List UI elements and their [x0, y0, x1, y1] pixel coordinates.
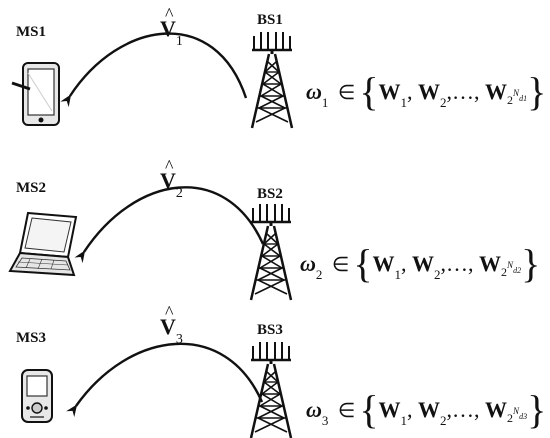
ms-label-1: MS1 [16, 24, 46, 40]
w-index: 2 [434, 267, 441, 283]
tower-icon-1 [250, 30, 294, 130]
omega-index: 2 [315, 267, 323, 283]
v-symbol: V [160, 168, 176, 193]
codebook-formula-2: ω2 ∈{W1, W2,…, W2Nd2} [300, 240, 540, 287]
w-index: 1 [400, 95, 408, 111]
omega-symbol: ω [306, 79, 322, 104]
tablet-icon [11, 62, 60, 126]
right-brace: } [527, 387, 547, 432]
pda-icon [21, 369, 53, 423]
element-of-symbol: ∈ [331, 254, 350, 276]
comma: , [446, 397, 453, 422]
v-index: 1 [175, 34, 183, 50]
w-symbol: W [418, 79, 441, 104]
w-last-base: 2 [501, 265, 508, 279]
w-symbol: W [479, 251, 502, 276]
codebook-formula-3: ω3 ∈{W1, W2,…, W2Nd3} [306, 386, 546, 433]
exp-sub: d1 [519, 93, 528, 103]
ms-label-3: MS3 [16, 330, 46, 346]
w-last-exponent: Nd1 [513, 88, 527, 103]
bs-label-1: BS1 [257, 12, 283, 28]
w-last-exponent: Nd2 [507, 260, 521, 275]
row-1 [11, 30, 294, 130]
left-brace: { [353, 241, 373, 286]
omega-index: 1 [321, 95, 329, 111]
w-symbol: W [485, 397, 508, 422]
right-brace: } [521, 241, 541, 286]
w-symbol: W [412, 251, 435, 276]
exp-n: N [507, 260, 514, 270]
exp-sub: d3 [519, 411, 528, 421]
omega-index: 3 [321, 413, 329, 429]
row-2 [8, 186, 293, 302]
w-symbol: W [418, 397, 441, 422]
ellipsis: … [446, 251, 469, 276]
w-index: 2 [440, 95, 447, 111]
w-symbol: W [378, 79, 401, 104]
comma: , [407, 79, 413, 104]
element-of-symbol: ∈ [337, 400, 356, 422]
v-index: 2 [175, 186, 183, 202]
right-brace: } [527, 69, 547, 114]
comma: , [468, 251, 474, 276]
row-3 [21, 340, 293, 438]
downlink-arrow-1 [60, 32, 248, 108]
comma: , [440, 251, 447, 276]
w-index: 2 [440, 413, 447, 429]
downlink-arrow-3 [66, 342, 264, 418]
v-index: 3 [175, 332, 183, 348]
hat-accent: ^ [165, 4, 174, 24]
comma: , [401, 251, 407, 276]
w-symbol: W [372, 251, 395, 276]
ellipsis: … [452, 79, 475, 104]
w-index: 1 [400, 413, 408, 429]
downlink-arrow-2 [74, 186, 265, 264]
omega-symbol: ω [306, 397, 322, 422]
exp-n: N [513, 406, 520, 416]
w-last-exponent: Nd3 [513, 406, 527, 421]
w-index: 1 [394, 267, 402, 283]
laptop-icon [8, 211, 78, 277]
w-symbol: W [485, 79, 508, 104]
exp-sub: d2 [513, 265, 522, 275]
comma: , [474, 79, 480, 104]
exp-n: N [513, 88, 520, 98]
w-symbol: W [378, 397, 401, 422]
tower-icon-2 [249, 202, 293, 302]
comma: , [446, 79, 453, 104]
channel-feedback-label-2: ^V2 [160, 156, 183, 202]
comma: , [474, 397, 480, 422]
v-symbol: V [160, 16, 176, 41]
w-last-base: 2 [507, 93, 514, 107]
comma: , [407, 397, 413, 422]
channel-feedback-label-3: ^V3 [160, 302, 183, 348]
ms-label-2: MS2 [16, 180, 46, 196]
left-brace: { [359, 69, 379, 114]
bs-label-3: BS3 [257, 322, 283, 338]
channel-feedback-label-1: ^V1 [160, 4, 183, 50]
v-symbol: V [160, 314, 176, 339]
hat-accent: ^ [165, 156, 174, 176]
hat-accent: ^ [165, 302, 174, 322]
w-last-base: 2 [507, 411, 514, 425]
omega-symbol: ω [300, 251, 316, 276]
element-of-symbol: ∈ [337, 82, 356, 104]
bs-label-2: BS2 [257, 186, 283, 202]
left-brace: { [359, 387, 379, 432]
ellipsis: … [452, 397, 475, 422]
codebook-formula-1: ω1 ∈{W1, W2,…, W2Nd1} [306, 68, 546, 115]
